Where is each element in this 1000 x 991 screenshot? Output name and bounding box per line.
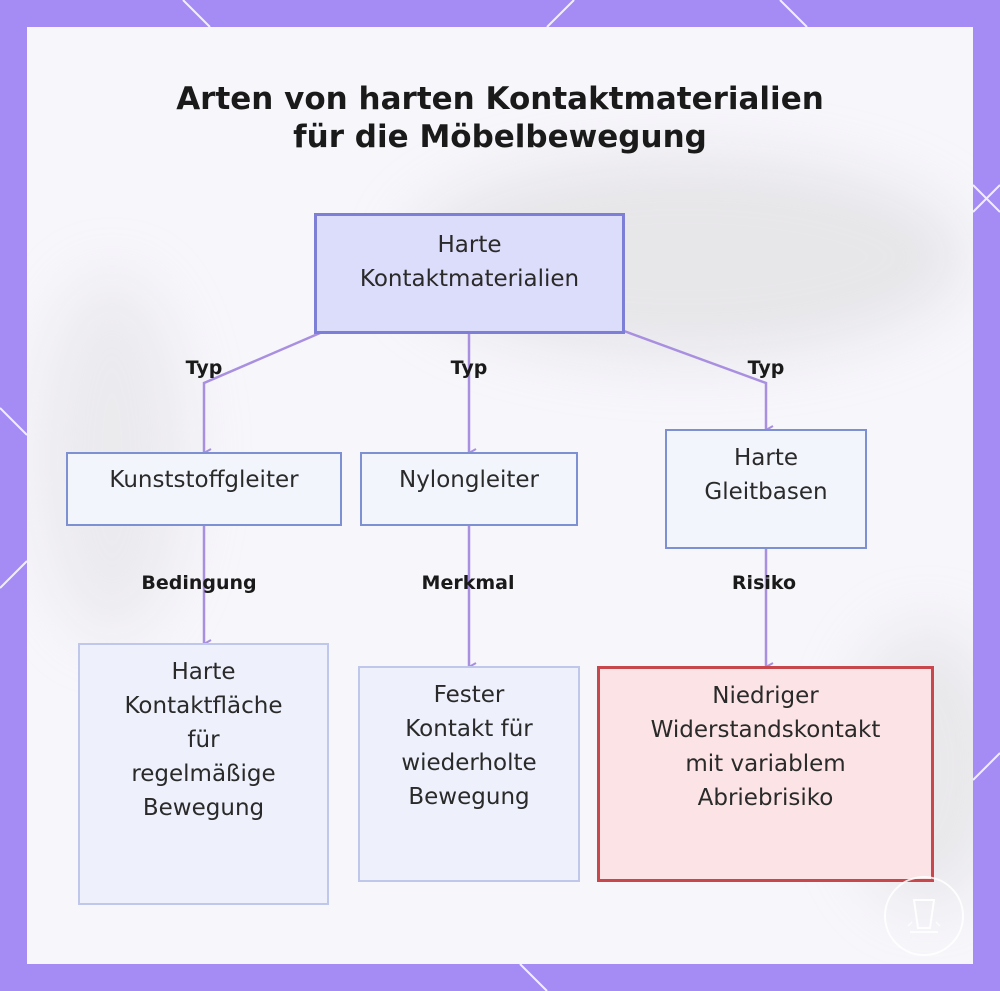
edge-label-type-mid: Typ: [450, 357, 488, 379]
edge-label-condition: Bedingung: [141, 572, 257, 594]
diagram-title: Arten von harten Kontaktmaterialien für …: [0, 80, 1000, 156]
title-line-2: für die Möbelbewegung: [293, 119, 707, 155]
edge-label-type-right: Typ: [747, 357, 785, 379]
node-nylon-glider: Nylongleiter: [360, 452, 578, 526]
edge-label-feature: Merkmal: [421, 572, 515, 594]
node-nylon-detail: Fester Kontakt für wiederholte Bewegung: [358, 666, 580, 882]
node-hardbase-detail: Niedriger Widerstandskontakt mit variabl…: [597, 666, 934, 882]
node-plastic-glider: Kunststoffgleiter: [66, 452, 342, 526]
node-hard-base: Harte Gleitbasen: [665, 429, 867, 549]
edge-root-hardbase: [623, 329, 766, 430]
title-line-1: Arten von harten Kontaktmaterialien: [176, 81, 824, 117]
edge-label-type-left: Typ: [185, 357, 223, 379]
edge-label-risk: Risiko: [731, 572, 797, 594]
node-plastic-detail: Harte Kontaktfläche für regelmäßige Bewe…: [78, 643, 329, 905]
brand-logo-icon: [884, 876, 964, 956]
node-root: Harte Kontaktmaterialien: [314, 213, 625, 334]
edge-root-plastic: [202, 331, 321, 453]
glass-icon: [907, 899, 941, 933]
